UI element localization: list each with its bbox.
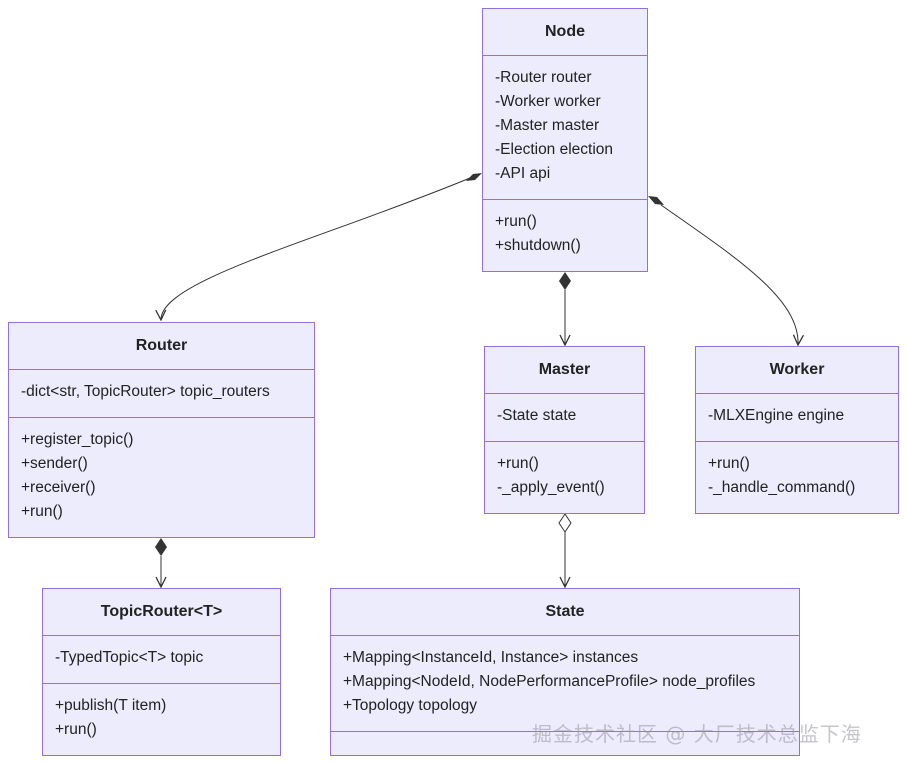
attribute: -MLXEngine engine [708, 407, 845, 424]
method: +run() [497, 455, 539, 472]
composition-diamond-router-topicrouter [155, 538, 167, 556]
attribute: -dict<str, TopicRouter> topic_routers [21, 383, 270, 400]
class-master: Master -State state +run() -_apply_event… [484, 346, 645, 514]
class-master-methods: +run() -_apply_event() [485, 442, 644, 510]
class-router: Router -dict<str, TopicRouter> topic_rou… [8, 322, 315, 538]
watermark: 掘金技术社区 @ 大厂技术总监下海 [532, 722, 862, 746]
class-master-attributes: -State state [485, 394, 644, 442]
attribute: -Worker worker [495, 93, 601, 110]
method: +run() [708, 455, 750, 472]
class-state-attributes: +Mapping<InstanceId, Instance> instances… [331, 636, 799, 732]
method: -_handle_command() [708, 479, 856, 496]
class-topic-router-title: TopicRouter<T> [43, 589, 280, 636]
attribute: +Topology topology [343, 697, 478, 714]
class-topic-router: TopicRouter<T> -TypedTopic<T> topic +pub… [42, 588, 281, 756]
class-state-title: State [331, 589, 799, 636]
class-node-attributes: -Router router -Worker worker -Master ma… [483, 56, 647, 200]
attribute: -Router router [495, 69, 592, 86]
composition-diamond-node-master [559, 272, 571, 290]
attribute: -Master master [495, 117, 600, 134]
class-worker-methods: +run() -_handle_command() [696, 442, 898, 510]
class-router-methods: +register_topic() +sender() +receiver() … [9, 418, 314, 534]
class-master-title: Master [485, 347, 644, 394]
composition-diamond-node-worker [648, 196, 664, 205]
attribute: -API api [495, 165, 551, 182]
attribute: +Mapping<InstanceId, Instance> instances [343, 649, 639, 666]
attribute: -State state [497, 407, 577, 424]
class-state: State +Mapping<InstanceId, Instance> ins… [330, 588, 800, 756]
method: +run() [55, 721, 97, 738]
method: +register_topic() [21, 431, 134, 448]
attribute: +Mapping<NodeId, NodePerformanceProfile>… [343, 673, 756, 690]
method: +sender() [21, 455, 88, 472]
class-topic-router-attributes: -TypedTopic<T> topic [43, 636, 280, 684]
attribute: -Election election [495, 141, 614, 158]
method: +run() [495, 213, 537, 230]
class-router-attributes: -dict<str, TopicRouter> topic_routers [9, 370, 314, 418]
edge-node-worker [660, 204, 798, 345]
attribute: -TypedTopic<T> topic [55, 649, 204, 666]
method: -_apply_event() [497, 479, 605, 496]
class-topic-router-methods: +publish(T item) +run() [43, 684, 280, 752]
method: +shutdown() [495, 237, 581, 254]
class-node-methods: +run() +shutdown() [483, 200, 647, 268]
aggregation-diamond-master-state [558, 513, 572, 533]
edge-node-router [161, 177, 471, 320]
class-router-title: Router [9, 323, 314, 370]
method: +publish(T item) [55, 697, 167, 714]
composition-diamond-node-router [466, 173, 482, 181]
method: +receiver() [21, 479, 96, 496]
class-node: Node -Router router -Worker worker -Mast… [482, 8, 648, 272]
class-worker-attributes: -MLXEngine engine [696, 394, 898, 442]
class-node-title: Node [483, 9, 647, 56]
class-worker-title: Worker [696, 347, 898, 394]
class-worker: Worker -MLXEngine engine +run() -_handle… [695, 346, 899, 514]
method: +run() [21, 503, 63, 520]
